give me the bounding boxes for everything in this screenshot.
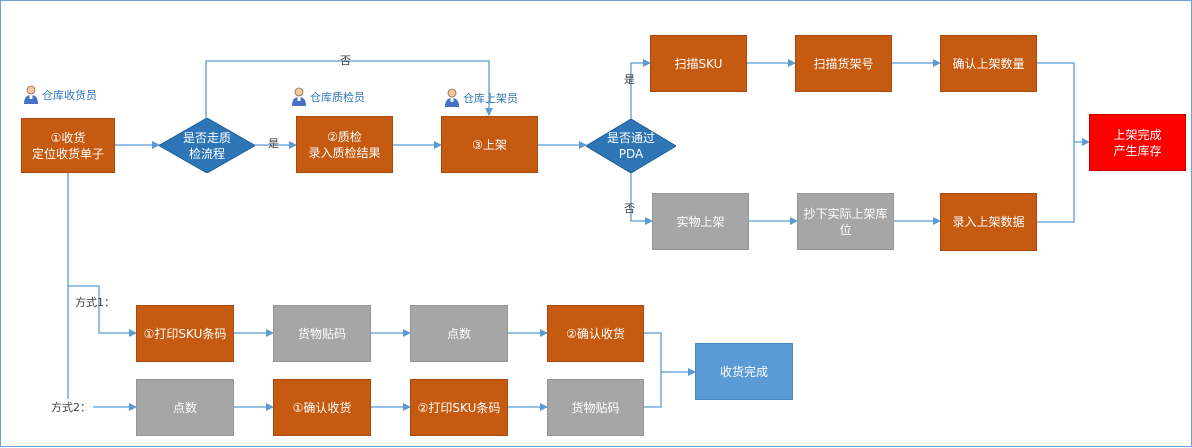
node-m1-count[interactable]: 点数	[410, 305, 508, 362]
edge-pda-no	[630, 173, 653, 225]
decision-qc-flow[interactable]: 是否走质 检流程	[159, 118, 255, 173]
role-warehouse-qc: 仓库质检员	[291, 87, 365, 107]
node-done-stock[interactable]: 上架完成 产生库存	[1089, 114, 1186, 171]
label-no-qc: 否	[340, 54, 351, 67]
node-shelve[interactable]: ③上架	[441, 116, 538, 173]
role-label: 仓库上架员	[463, 92, 518, 105]
user-icon	[292, 87, 306, 106]
role-warehouse-shelver: 仓库上架员	[444, 88, 518, 108]
node-m2-label[interactable]: 货物贴码	[547, 379, 644, 436]
decision-pda[interactable]: 是否通过 PDA	[586, 119, 676, 173]
decision-label: 是否通过 PDA	[606, 131, 655, 161]
node-scan-shelf[interactable]: 扫描货架号	[795, 35, 892, 92]
node-qc[interactable]: ②质检 录入质检结果	[296, 116, 393, 173]
node-m2-count[interactable]: 点数	[136, 379, 234, 436]
node-m2-confirm[interactable]: ①确认收货	[273, 379, 371, 436]
node-confirm-qty[interactable]: 确认上架数量	[940, 35, 1037, 92]
label-yes-pda: 是	[624, 73, 635, 86]
node-m1-print-sku[interactable]: ①打印SKU条码	[136, 305, 234, 362]
edge-qc-decision-no	[205, 60, 493, 118]
edge-pda-yes	[630, 59, 651, 119]
node-enter-data[interactable]: 录入上架数据	[940, 193, 1037, 251]
user-icon	[24, 85, 38, 104]
role-label: 仓库收货员	[42, 89, 97, 102]
label-method1: 方式1：	[75, 296, 115, 309]
node-copy-location[interactable]: 抄下实际上架库 位	[797, 193, 894, 250]
node-m2-print-sku[interactable]: ②打印SKU条码	[410, 379, 508, 436]
node-receipt-done[interactable]: 收货完成	[695, 343, 793, 400]
label-no-pda: 否	[624, 202, 635, 215]
edge-receive-branch-method1	[67, 173, 137, 337]
user-icon	[445, 88, 459, 107]
edge-enter-to-final	[1037, 142, 1075, 223]
label-yes-qc: 是	[268, 137, 279, 150]
decision-label: 是否走质 检流程	[182, 130, 231, 161]
role-warehouse-receiver: 仓库收货员	[23, 85, 97, 105]
node-m1-confirm[interactable]: ②确认收货	[547, 305, 644, 362]
edge-qty-to-final	[1037, 62, 1090, 146]
edge-m2-label-to-done	[644, 372, 662, 408]
node-scan-sku[interactable]: 扫描SKU	[650, 35, 747, 92]
node-physical-shelve[interactable]: 实物上架	[652, 193, 749, 250]
edge-m1-confirm-to-done	[644, 332, 696, 376]
label-method2: 方式2：	[51, 401, 91, 414]
node-receive[interactable]: ①收货 定位收货单子	[21, 118, 115, 173]
role-label: 仓库质检员	[310, 91, 365, 104]
node-m1-label[interactable]: 货物贴码	[273, 305, 371, 362]
